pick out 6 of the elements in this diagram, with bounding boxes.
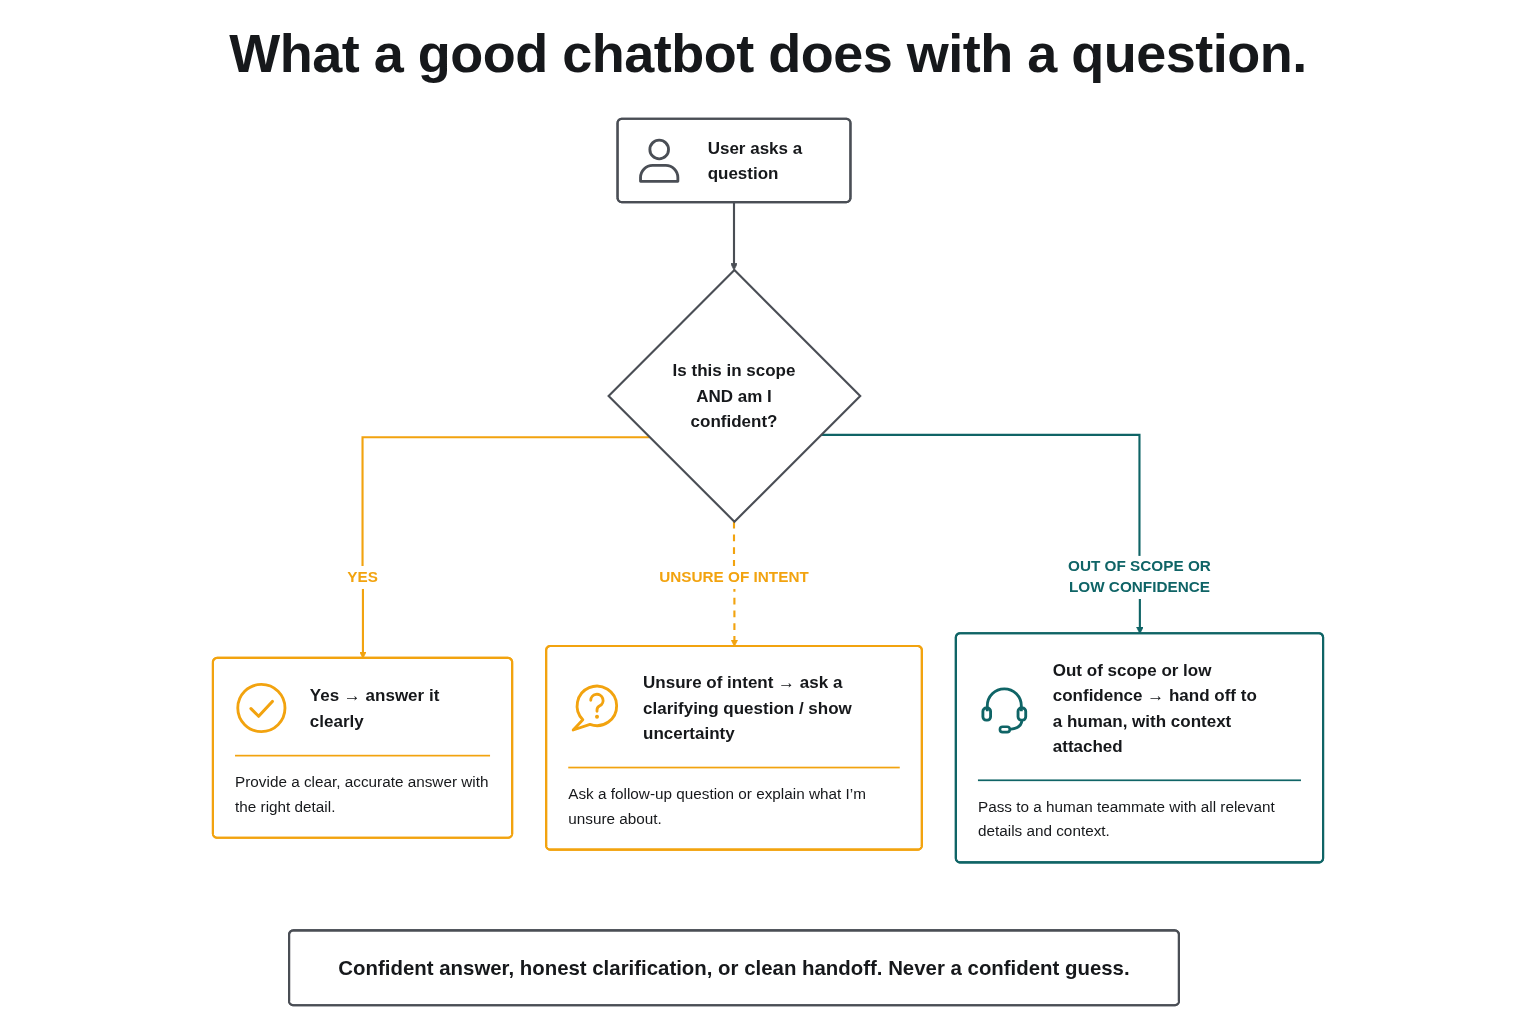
edge-label: OUT OF SCOPE OR LOW CONFIDENCE: [1068, 557, 1211, 596]
edge-label: UNSURE OF INTENT: [659, 568, 809, 586]
node-diamond: Is this in scope AND am I confident?: [607, 268, 862, 524]
arrow: [820, 433, 1144, 634]
diagram-title: What a good chatbot does with a question.: [229, 22, 1307, 84]
edge-label: YES: [347, 568, 378, 586]
